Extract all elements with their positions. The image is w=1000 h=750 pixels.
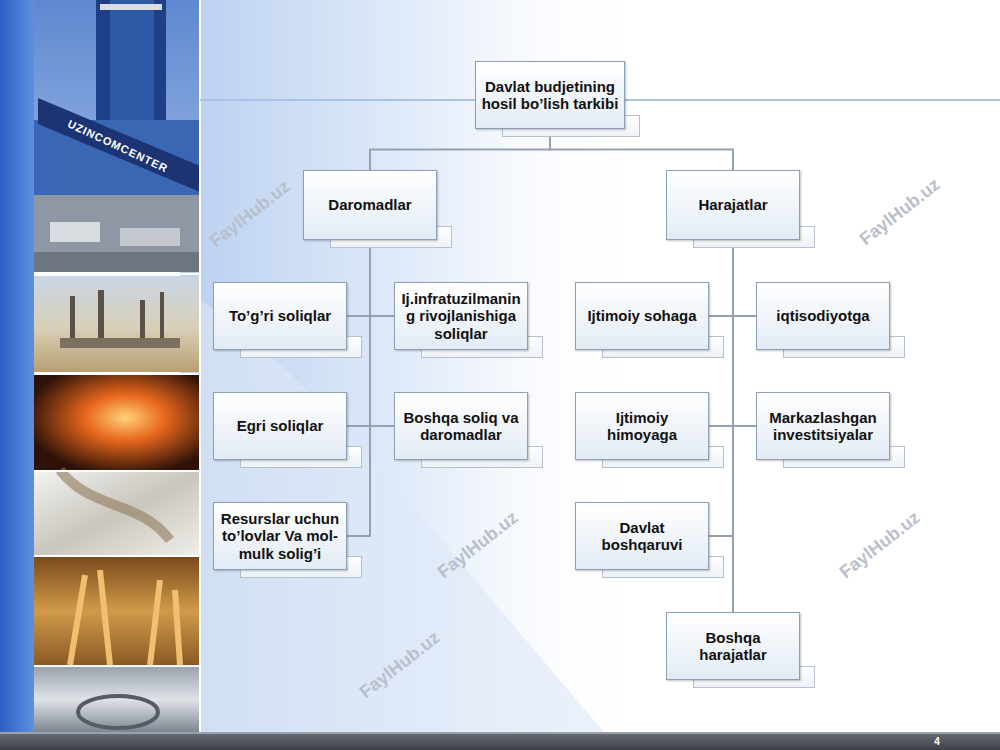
connector-line — [709, 240, 733, 426]
watermark: FaylHub.uz — [836, 507, 925, 583]
connector-line — [733, 240, 756, 316]
box-text: Harajatlar — [698, 196, 767, 213]
box-text: Boshqa soliq va daromadlar — [400, 409, 522, 444]
connector-line — [370, 240, 394, 426]
process-box: Ijtimoiy sohaga — [575, 282, 709, 350]
box-text: Ijtimoiy himoyaga — [581, 409, 703, 444]
watermark: FaylHub.uz — [434, 507, 523, 583]
building-sign: UZINCOMCENTER — [66, 117, 170, 174]
box-text: To’g’ri soliqlar — [229, 307, 331, 324]
process-box: Egri soliqlar — [213, 392, 347, 460]
process-box: Daromadlar — [303, 170, 437, 240]
connector-line — [733, 240, 756, 426]
connector-line — [347, 240, 370, 536]
connector-line — [709, 240, 733, 316]
connector-line — [370, 240, 394, 316]
connector-line — [347, 240, 370, 316]
watermark: FaylHub.uz — [206, 176, 295, 252]
box-text: Daromadlar — [328, 196, 411, 213]
box-text: Davlat budjetining hosil bo’lish tarkibi — [481, 78, 619, 113]
connector-line — [709, 240, 733, 536]
process-box: Boshqa soliq va daromadlar — [394, 392, 528, 460]
process-box: Markazlashgan investitsiyalar — [756, 392, 890, 460]
box-text: Davlat boshqaruvi — [581, 519, 703, 554]
process-box: Harajatlar — [666, 170, 800, 240]
connector-line — [347, 240, 370, 426]
box-text: Egri soliqlar — [237, 417, 324, 434]
connector-line — [732, 240, 734, 612]
process-box: Resurslar uchun to’lovlar Va mol-mulk so… — [213, 502, 347, 570]
process-box: iqtisodiyotga — [756, 282, 890, 350]
box-text: Ij.infratuzilmaning rivojlanishiga soliq… — [400, 290, 522, 342]
box-text: Resurslar uchun to’lovlar Va mol-mulk so… — [219, 510, 341, 562]
process-box: Ijtimoiy himoyaga — [575, 392, 709, 460]
box-text: Boshqa harajatlar — [672, 629, 794, 664]
process-box: Davlat budjetining hosil bo’lish tarkibi — [475, 61, 625, 129]
box-text: Ijtimoiy sohaga — [587, 307, 696, 324]
box-text: iqtisodiyotga — [776, 307, 869, 324]
box-text: Markazlashgan investitsiyalar — [762, 409, 884, 444]
process-box: Davlat boshqaruvi — [575, 502, 709, 570]
watermark: FaylHub.uz — [856, 174, 945, 250]
watermark: FaylHub.uz — [356, 627, 445, 703]
page-number: 4 — [934, 736, 940, 747]
process-box: To’g’ri soliqlar — [213, 282, 347, 350]
process-box: Boshqa harajatlar — [666, 612, 800, 680]
process-box: Ij.infratuzilmaning rivojlanishiga soliq… — [394, 282, 528, 350]
